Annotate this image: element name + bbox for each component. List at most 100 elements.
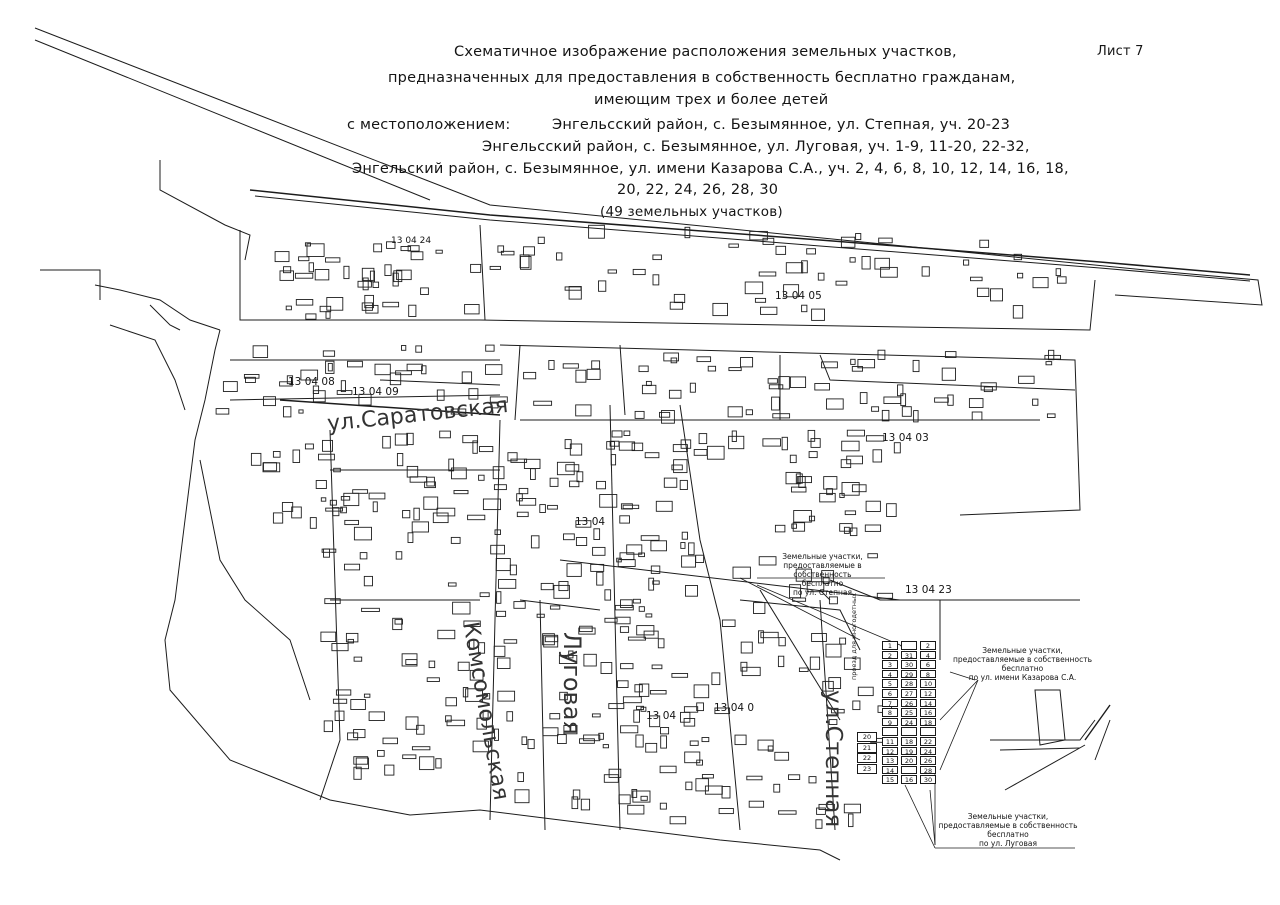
building-outline (876, 592, 894, 599)
building-outline (479, 446, 494, 453)
building-outline (332, 507, 340, 517)
building-outline (622, 504, 640, 510)
building-outline (606, 441, 615, 450)
building-outline (591, 360, 601, 370)
location-line-1: Энгельсский район, с. Безымянное, ул. Ст… (552, 117, 1011, 133)
building-outline (291, 506, 302, 519)
building-outline (250, 452, 262, 466)
building-outline (408, 304, 417, 317)
building-outline (492, 466, 505, 480)
building-outline (707, 365, 717, 372)
building-outline (861, 256, 871, 270)
building-outline (556, 461, 575, 476)
building-outline (402, 510, 411, 519)
title-line-1: Схематичное изображение расположения зем… (454, 44, 957, 60)
building-outline (1046, 413, 1056, 418)
building-outline (263, 462, 278, 472)
building-outline (622, 696, 642, 704)
building-outline (721, 786, 731, 799)
building-outline (325, 311, 331, 319)
building-outline (549, 605, 561, 610)
building-outline (823, 476, 838, 490)
building-outline (478, 474, 485, 481)
building-outline (579, 625, 593, 633)
building-outline (558, 654, 578, 664)
building-outline (318, 453, 335, 461)
building-outline (396, 269, 412, 281)
building-outline (874, 257, 890, 270)
building-outline (627, 804, 645, 815)
building-outline (728, 243, 739, 248)
building-outline (798, 667, 809, 672)
building-outline (758, 630, 764, 644)
building-outline (685, 585, 698, 597)
building-outline (557, 734, 567, 744)
building-outline (638, 365, 649, 373)
building-outline (864, 524, 882, 532)
building-outline (304, 242, 311, 247)
street-label-lugovaya: Луговая (558, 632, 586, 735)
building-outline (503, 639, 518, 644)
building-outline (558, 581, 569, 592)
building-outline (530, 468, 536, 480)
building-outline (542, 633, 555, 646)
building-outline (689, 382, 696, 393)
building-outline (822, 576, 830, 585)
building-outline (670, 357, 678, 364)
building-outline (312, 390, 326, 403)
building-outline (680, 439, 692, 449)
building-outline (362, 277, 369, 291)
parcel-cell (901, 727, 917, 736)
building-outline (309, 517, 317, 529)
building-outline (322, 350, 336, 357)
building-outline (968, 398, 984, 408)
building-outline (711, 672, 721, 686)
building-outline (553, 584, 570, 599)
parcel-cell: 4 (920, 650, 936, 660)
building-outline (871, 406, 880, 412)
parcel-cell: 8 (882, 708, 898, 717)
building-outline (361, 607, 380, 612)
building-outline (482, 709, 489, 719)
building-outline (583, 653, 597, 667)
parcel-cell (882, 727, 898, 736)
building-outline (593, 528, 601, 540)
location-label: с местоположением: (347, 117, 511, 133)
location-line-3: Энгельский район, с. Безымянное, ул. име… (352, 161, 1069, 177)
building-outline (843, 657, 861, 670)
parcel-cell: 3 (882, 660, 898, 669)
building-outline (849, 257, 856, 263)
building-outline (913, 410, 919, 423)
building-outline (793, 510, 812, 523)
parcel-cell: 28 (920, 765, 936, 775)
parcel-cell: 10 (920, 679, 936, 688)
building-outline (867, 553, 878, 559)
building-outline (840, 236, 856, 248)
parcel-cell (901, 641, 917, 650)
building-outline (760, 306, 778, 315)
building-outline (451, 467, 467, 480)
building-outline (344, 563, 361, 571)
building-outline (695, 554, 705, 563)
building-outline (1032, 277, 1049, 289)
building-outline (806, 248, 816, 255)
building-outline (575, 537, 588, 546)
building-outline (607, 269, 617, 274)
building-outline (772, 413, 791, 419)
cadastral-code: 13 04 08 (288, 376, 335, 388)
building-outline (539, 504, 546, 513)
building-outline (489, 265, 501, 270)
callout-line: по ул. Луговая (978, 839, 1037, 848)
parcel-cell: 22 (857, 753, 877, 763)
building-outline (731, 430, 737, 442)
building-outline (334, 710, 345, 721)
building-outline (493, 484, 507, 491)
building-outline (740, 357, 754, 368)
building-outline (816, 807, 826, 815)
building-outline (668, 389, 682, 399)
building-outline (548, 360, 555, 370)
building-outline (325, 507, 343, 512)
building-outline (734, 734, 747, 746)
building-outline (817, 272, 825, 281)
